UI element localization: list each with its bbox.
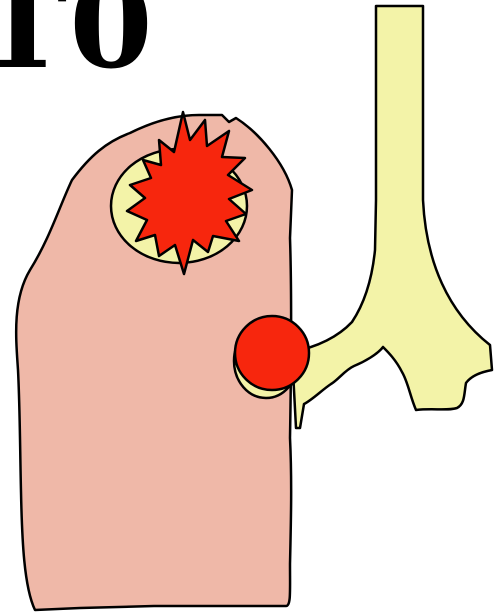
- circle-icon: [235, 316, 309, 390]
- trachea-and-bronchi: [292, 6, 492, 428]
